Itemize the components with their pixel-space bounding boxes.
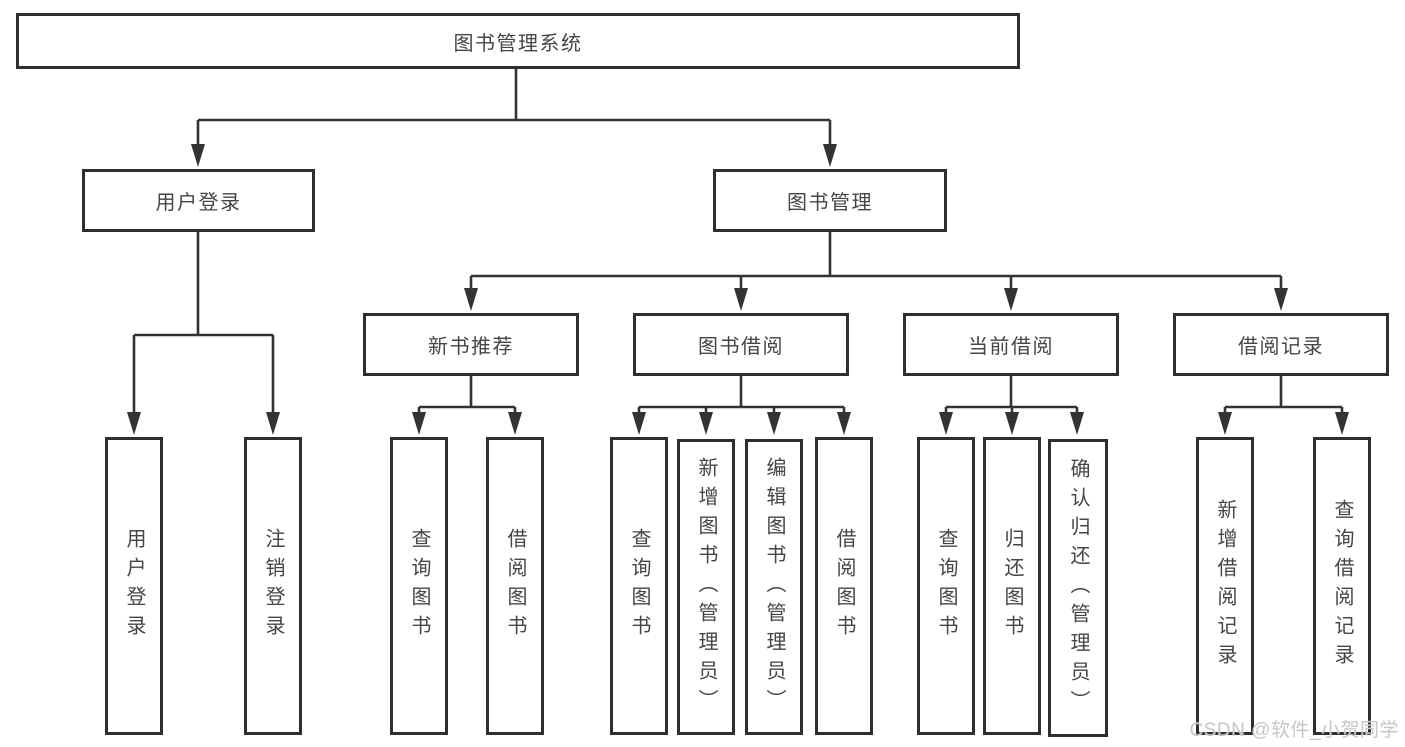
node-add-books-admin: 新增图书（管理员） [677,439,735,735]
arrowhead [632,412,646,435]
watermark: CSDN @软件_小贺同学 [1189,720,1399,741]
node-label: 图书管理系统 [453,32,583,55]
arrowhead [939,412,953,435]
node-label: 查询图书 [408,528,430,644]
node-new-book-recommend: 新书推荐 [363,313,579,376]
connector-borrow-record-to-children [1223,376,1344,414]
node-label: 新增图书（管理员） [695,456,717,718]
node-add-borrow-record: 新增借阅记录 [1196,437,1254,735]
arrowhead [412,412,426,435]
connector-new-book-to-children [417,376,517,414]
node-label: 用户登录 [123,528,145,644]
node-label: 查询借阅记录 [1331,499,1353,673]
node-borrow-books-2: 借阅图书 [815,437,873,735]
node-book-management: 图书管理 [713,169,947,232]
node-label: 归还图书 [1001,528,1023,644]
node-query-borrow-record: 查询借阅记录 [1313,437,1371,735]
node-label: 用户登录 [155,192,242,214]
arrowhead [191,144,205,167]
connector-book-borrow-to-children [637,376,846,414]
node-current-borrowing: 当前借阅 [903,313,1119,376]
node-label: 图书管理 [787,192,873,214]
node-library-management-system: 图书管理系统 [16,13,1020,69]
connector-current-borrow-to-children [944,376,1079,414]
node-label: 新书推荐 [428,336,514,358]
arrowhead [699,412,713,435]
arrowhead [1274,288,1288,311]
node-confirm-return-admin: 确认归还（管理员） [1048,439,1108,737]
node-label: 新增借阅记录 [1214,499,1236,673]
node-label: 借阅记录 [1238,336,1324,358]
node-label: 借阅图书 [504,528,526,644]
node-label: 借阅图书 [833,528,855,644]
node-edit-books-admin: 编辑图书（管理员） [745,439,803,735]
arrowhead [127,412,141,435]
node-borrowing-records: 借阅记录 [1173,313,1389,376]
arrowhead [734,288,748,311]
arrowhead [1218,412,1232,435]
connector-user-login-to-children [132,232,275,414]
node-book-borrowing: 图书借阅 [633,313,849,376]
arrowhead [823,144,837,167]
node-query-books-3: 查询图书 [917,437,975,735]
arrowhead [1004,288,1018,311]
arrowhead [1005,412,1019,435]
arrowhead [266,412,280,435]
node-return-books: 归还图书 [983,437,1041,735]
node-label: 确认归还（管理员） [1067,457,1089,719]
arrowheads [127,144,1349,435]
node-label: 查询图书 [628,528,650,644]
node-query-books-1: 查询图书 [390,437,448,735]
node-logout: 注销登录 [244,437,302,735]
connector-book-mgmt-to-level3 [469,232,1283,290]
arrowhead [1335,412,1349,435]
node-label: 当前借阅 [968,336,1054,358]
node-query-books-2: 查询图书 [610,437,668,735]
arrowhead [1070,412,1084,435]
node-borrow-books-1: 借阅图书 [486,437,544,735]
node-user-login-leaf: 用户登录 [105,437,163,735]
arrowhead [767,412,781,435]
connector-root-to-level2 [196,68,832,146]
node-label: 图书借阅 [698,336,784,358]
arrowhead [464,288,478,311]
arrowhead [837,412,851,435]
node-user-login: 用户登录 [82,169,315,232]
node-label: 查询图书 [935,528,957,644]
node-label: 编辑图书（管理员） [763,456,785,718]
arrowhead [508,412,522,435]
node-label: 注销登录 [262,528,284,644]
